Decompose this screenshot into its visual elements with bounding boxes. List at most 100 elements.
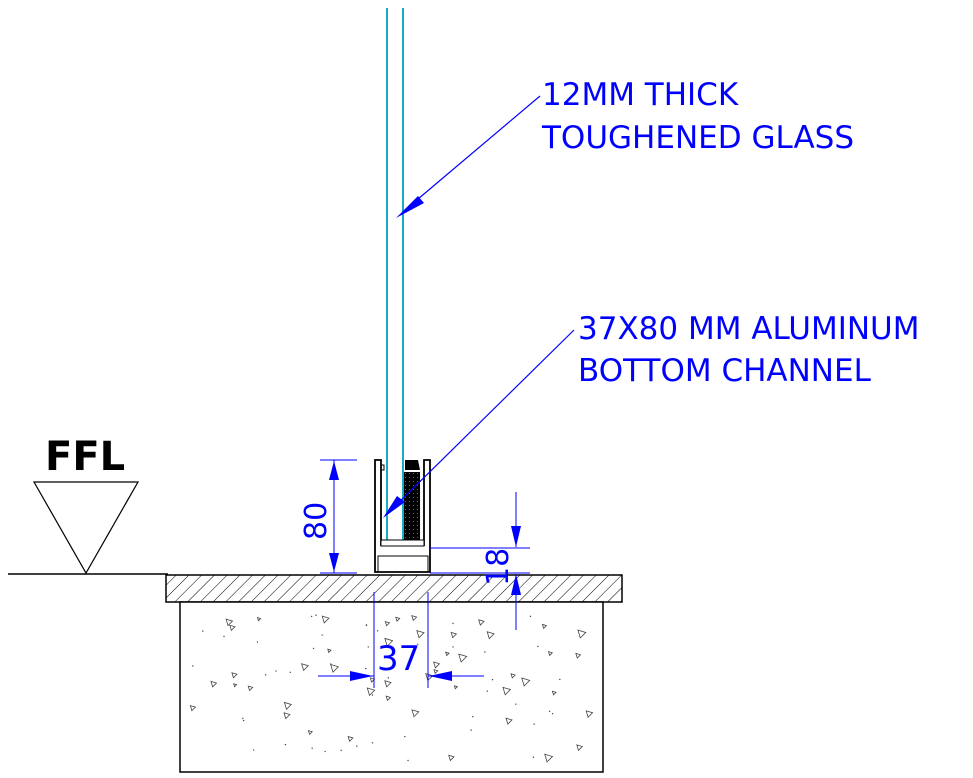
aggregate-stone	[247, 685, 254, 692]
aggregate-dot	[315, 614, 317, 616]
aluminum-bottom-channel	[374, 459, 431, 573]
width-dimension-value: 37	[377, 639, 420, 679]
aggregate-dot	[404, 735, 406, 738]
aggregate-dot	[365, 624, 368, 626]
aggregate-stone	[233, 683, 238, 688]
aggregate-dot	[533, 723, 535, 725]
aggregate-stone	[384, 637, 394, 647]
aggregate-dot	[548, 710, 551, 713]
aggregate-dot	[192, 665, 194, 667]
aggregate-dot	[452, 622, 454, 625]
aggregate-dot	[484, 651, 486, 653]
aggregate-stone	[395, 616, 401, 622]
glass-label-line1: 12MM THICK	[542, 77, 739, 113]
height-dimension	[320, 459, 357, 574]
aggregate-dot	[376, 630, 379, 632]
aggregate-stone	[433, 661, 441, 669]
aggregate-stone	[547, 651, 554, 657]
aggregate-dot	[284, 743, 287, 746]
aggregate-stone	[347, 735, 354, 743]
aggregate-dot	[242, 717, 244, 720]
aggregate-stone	[551, 690, 557, 696]
aggregate-stone	[458, 653, 468, 663]
aggregate-stone	[384, 680, 392, 688]
aggregate-dot	[559, 678, 561, 681]
aggregate-stone	[225, 618, 234, 627]
aggregate-stone	[425, 673, 434, 682]
aggregate-dot	[417, 643, 419, 646]
aggregate-stone	[445, 651, 450, 657]
aggregate-dot	[324, 750, 326, 753]
aggregate-dot	[472, 715, 474, 718]
aggregate-stone	[541, 623, 548, 630]
aggregate-stone	[307, 729, 314, 736]
aggregate-stone	[189, 705, 197, 712]
aggregate-dot	[365, 667, 367, 670]
aggregate-dot	[371, 694, 374, 696]
aggregate-stone	[411, 615, 418, 622]
aggregate-dot	[253, 749, 255, 751]
aggregate-dot	[387, 677, 390, 679]
aggregate-stone	[577, 629, 587, 639]
glass-leader-line	[404, 95, 541, 211]
aggregate-dot	[311, 747, 313, 749]
aggregate-stone	[366, 687, 376, 697]
aggregate-stone	[448, 754, 455, 762]
recess-dimension-value: 18	[481, 548, 516, 586]
aggregate-stone	[478, 619, 485, 626]
rubber-gasket	[404, 472, 420, 545]
aggregate-stone	[433, 669, 439, 675]
aggregate-dot	[407, 759, 409, 762]
width-dimension	[318, 592, 484, 688]
aggregate-dot	[491, 679, 494, 681]
aggregate-dot	[202, 630, 204, 632]
aggregate-dot	[312, 647, 315, 650]
aggregate-stone	[502, 686, 512, 696]
aggregate-dot	[367, 646, 369, 648]
aggregate-stone	[256, 617, 262, 622]
glass-label-line2: TOUGHENED GLASS	[541, 120, 854, 156]
aggregate-stone	[384, 621, 391, 627]
aggregate-stone	[544, 753, 554, 763]
channel-leader-arrow	[383, 496, 405, 518]
ffl-label: FFL	[45, 434, 125, 480]
aggregate-dot	[537, 645, 539, 648]
aggregate-dot	[551, 712, 554, 715]
aggregate-dot	[321, 634, 323, 636]
aggregate-dot	[371, 742, 374, 744]
aggregate-dot	[532, 756, 535, 758]
aggregate-dot	[264, 674, 267, 676]
aggregate-stone	[505, 717, 513, 725]
aggregate-stone	[210, 680, 218, 688]
channel-label-line1: 37X80 MM ALUMINUM	[578, 311, 919, 347]
channel-label-line2: BOTTOM CHANNEL	[578, 353, 872, 389]
aggregate-stone	[411, 709, 420, 718]
aggregate-dot	[470, 729, 472, 731]
aggregate-dot	[330, 663, 332, 665]
aggregate-stone	[327, 648, 332, 654]
aggregate-dot	[310, 615, 313, 618]
aggregate-stone	[585, 710, 594, 718]
floor-finish-slab	[165, 574, 623, 603]
aggregate-stone	[321, 615, 330, 624]
aggregate-stone	[416, 629, 425, 639]
aggregate-stone	[521, 677, 531, 687]
aggregate-dot	[515, 703, 517, 705]
aggregate-dot	[242, 719, 245, 722]
aggregate-stone	[283, 712, 291, 720]
ffl-triangle-marker	[32, 481, 140, 575]
aggregate-stone	[385, 695, 392, 702]
channel-leader-line	[385, 329, 575, 516]
aggregate-stone	[575, 652, 582, 659]
aggregate-dot	[486, 690, 488, 692]
aggregate-dot	[289, 671, 291, 674]
aggregate-dot	[275, 670, 277, 672]
aggregate-dot	[340, 749, 342, 752]
aggregate-dot	[356, 745, 358, 747]
height-dimension-value: 80	[299, 502, 334, 540]
aggregate-stone	[486, 631, 495, 640]
recess-dimension	[430, 492, 530, 630]
aggregate-dot	[386, 645, 388, 648]
aggregate-stone	[576, 744, 584, 752]
